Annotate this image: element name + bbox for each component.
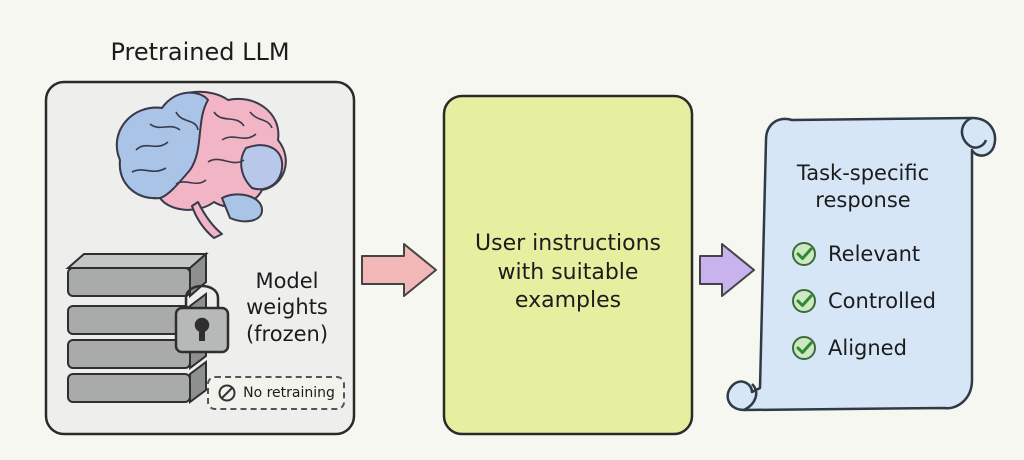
model-weights-label: Model weights (frozen) [232,268,342,347]
check-label: Aligned [828,336,907,360]
check-item-controlled: Controlled [790,287,936,315]
check-item-relevant: Relevant [790,240,920,268]
weights-label-line: (frozen) [232,321,342,347]
check-label: Controlled [828,289,936,313]
no-retraining-label: No retraining [243,385,335,401]
instructions-line: with suitable [444,259,692,288]
page-title: Pretrained LLM [60,38,340,67]
check-icon [790,287,818,315]
instructions-line: User instructions [444,230,692,259]
instructions-text: User instructions with suitable examples [444,230,692,316]
response-title: Task-specific response [768,160,958,215]
check-icon [790,334,818,362]
check-item-aligned: Aligned [790,334,907,362]
response-title-line: Task-specific [768,160,958,187]
check-label: Relevant [828,242,920,266]
weights-label-line: Model [232,268,342,294]
arrow-to-instructions [362,244,436,296]
check-icon [790,240,818,268]
no-retraining-badge: No retraining [207,376,345,410]
ban-icon [217,383,237,403]
weights-label-line: weights [232,294,342,320]
response-title-line: response [768,187,958,214]
instructions-line: examples [444,287,692,316]
arrow-to-response [700,244,754,296]
